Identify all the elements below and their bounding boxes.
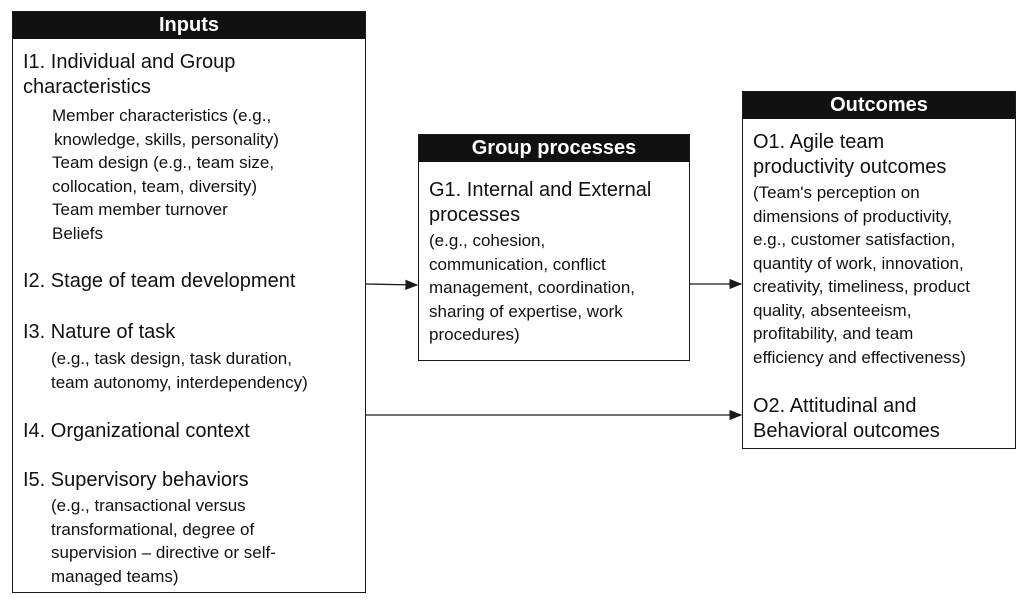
i5-detail: supervision – directive or self- — [51, 543, 276, 562]
i5-detail: transformational, degree of — [51, 519, 255, 539]
outcomes-header: Outcomes — [743, 92, 1015, 119]
o1-title-line2: productivity outcomes — [753, 156, 947, 178]
i5-section: I5. Supervisory behaviors (e.g., transac… — [23, 468, 359, 588]
o2-title-line2: Behavioral outcomes — [753, 420, 940, 442]
arrow-inputs-to-group — [365, 279, 419, 290]
o1-detail: profitability, and team — [753, 324, 914, 343]
i1-section: I1. Individual and Group characteristics… — [23, 50, 359, 245]
g1-detail: communication, conflict — [429, 254, 606, 274]
o1-title-line1: O1. Agile team — [753, 131, 885, 153]
o1-section: O1. Agile team productivity outcomes (Te… — [753, 130, 1009, 369]
i1-detail: Team design (e.g., team size, — [52, 153, 275, 172]
o1-detail: quality, absenteeism, — [753, 300, 912, 320]
i2-title: I2. Stage of team development — [23, 270, 296, 292]
i3-detail: team autonomy, interdependency) — [51, 372, 308, 392]
o1-detail: efficiency and effectiveness) — [753, 347, 966, 367]
i3-section: I3. Nature of task (e.g., task design, t… — [23, 320, 359, 394]
o1-detail: quantity of work, innovation, — [753, 253, 964, 273]
g1-detail: (e.g., cohesion, — [429, 231, 546, 250]
i1-title-line2: characteristics — [23, 76, 151, 98]
i5-title: I5. Supervisory behaviors — [23, 469, 249, 491]
o1-detail: dimensions of productivity, — [753, 206, 953, 226]
i1-title-line1: I1. Individual and Group — [23, 51, 236, 73]
g1-title-line1: G1. Internal and External — [429, 179, 652, 201]
i3-detail: (e.g., task design, task duration, — [51, 349, 292, 368]
g1-detail: management, coordination, — [429, 278, 636, 297]
i1-detail: collocation, team, diversity) — [52, 176, 258, 196]
o1-detail: creativity, timeliness, product — [753, 277, 970, 296]
i1-detail: Team member turnover — [52, 200, 228, 219]
i1-detail: Member characteristics (e.g., — [52, 106, 272, 125]
i5-detail: managed teams) — [51, 566, 179, 586]
o1-detail: (Team's perception on — [753, 183, 920, 202]
g1-title-line2: processes — [429, 204, 521, 226]
i1-detail: Beliefs — [52, 223, 104, 243]
group-processes-box: Group processes G1. Internal and Externa… — [418, 134, 690, 361]
o1-detail: e.g., customer satisfaction, — [753, 230, 956, 249]
group-processes-header: Group processes — [419, 135, 689, 162]
g1-detail: sharing of expertise, work — [429, 301, 623, 321]
outcomes-box: Outcomes O1. Agile team productivity out… — [742, 91, 1016, 449]
i1-detail: knowledge, skills, personality) — [54, 129, 279, 149]
i5-detail: (e.g., transactional versus — [51, 496, 246, 515]
i3-title: I3. Nature of task — [23, 321, 176, 343]
o2-section: O2. Attitudinal and Behavioral outcomes — [753, 394, 1009, 444]
inputs-box: Inputs I1. Individual and Group characte… — [12, 11, 366, 593]
g1-section: G1. Internal and External processes (e.g… — [429, 178, 683, 347]
g1-detail: procedures) — [429, 325, 520, 344]
i4-title: I4. Organizational context — [23, 420, 250, 442]
o2-title-line1: O2. Attitudinal and — [753, 395, 917, 417]
inputs-header: Inputs — [13, 12, 365, 39]
